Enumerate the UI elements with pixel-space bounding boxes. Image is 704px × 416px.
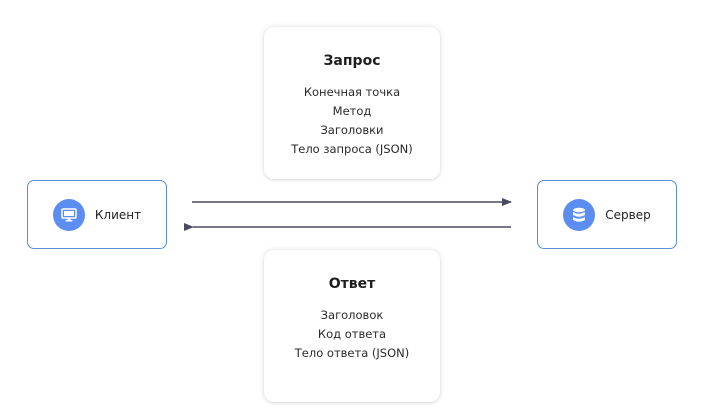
client-label: Клиент: [94, 207, 142, 222]
response-card: Ответ Заголовок Код ответа Тело ответа (…: [264, 250, 440, 402]
request-item-endpoint: Конечная точка: [303, 85, 401, 99]
response-title: Ответ: [328, 276, 376, 292]
monitor-icon: [52, 198, 85, 231]
response-item-status-code: Код ответа: [317, 327, 387, 341]
request-card: Запрос Конечная точка Метод Заголовки Те…: [264, 27, 440, 179]
response-item-body: Тело ответа (JSON): [294, 346, 410, 360]
request-title: Запрос: [323, 53, 381, 69]
response-items: Заголовок Код ответа Тело ответа (JSON): [295, 306, 409, 363]
database-icon: [563, 198, 596, 231]
request-item-method: Метод: [332, 104, 372, 118]
request-item-body: Тело запроса (JSON): [291, 142, 413, 156]
server-node: Сервер: [537, 180, 677, 249]
client-node: Клиент: [27, 180, 167, 249]
server-label: Сервер: [605, 207, 651, 222]
request-items: Конечная точка Метод Заголовки Тело запр…: [291, 83, 413, 159]
response-item-header: Заголовок: [320, 308, 384, 322]
request-item-headers: Заголовки: [320, 123, 384, 137]
